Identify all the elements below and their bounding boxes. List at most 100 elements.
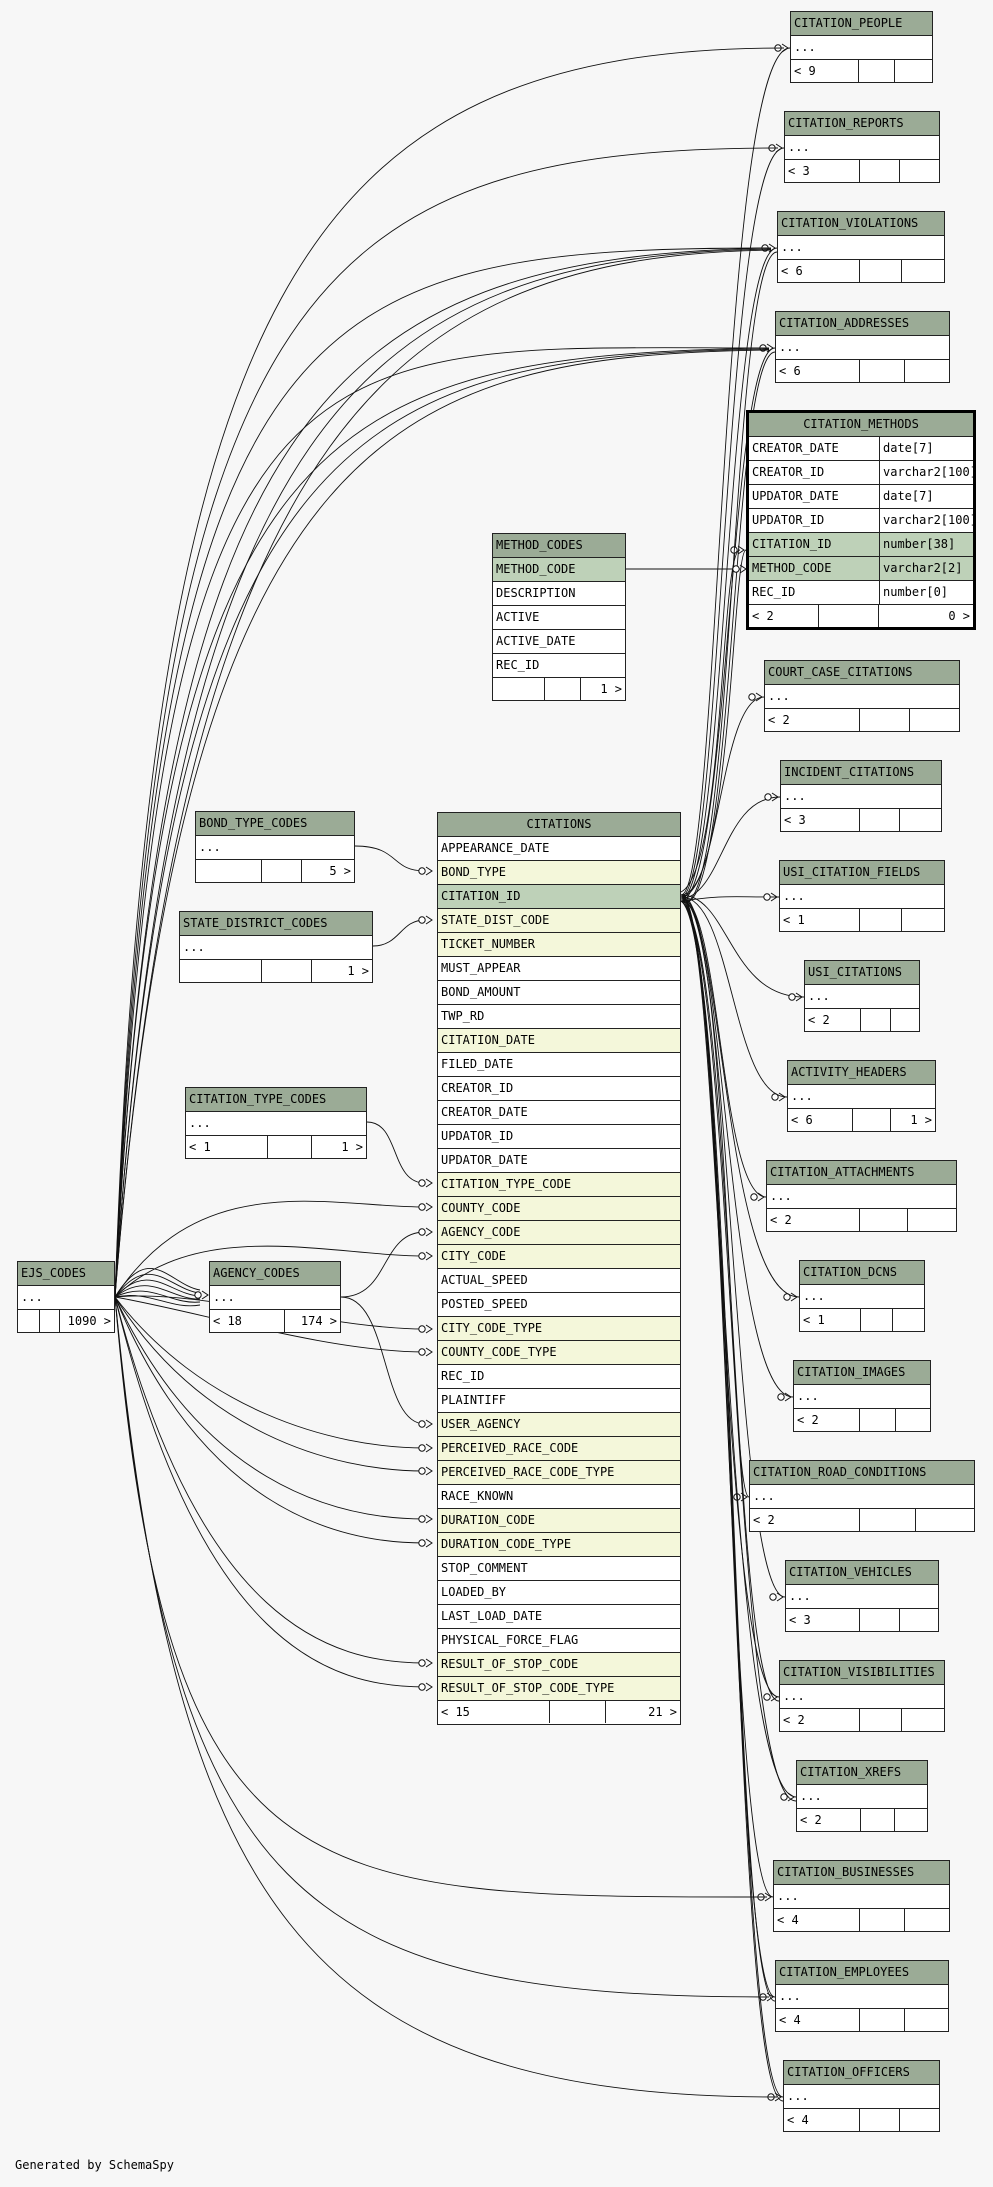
- ejs-agency-edge: [114, 1290, 201, 1303]
- child-count: < 2: [794, 1409, 860, 1431]
- table-citation-attachments[interactable]: CITATION_ATTACHMENTS ... < 2: [766, 1160, 957, 1232]
- columns-ellipsis: ...: [794, 1385, 930, 1409]
- child-crowfoot: [768, 144, 776, 152]
- generated-by-footer: Generated by SchemaSpy: [15, 2158, 174, 2172]
- table-citation-businesses[interactable]: CITATION_BUSINESSES ... < 4: [773, 1860, 950, 1932]
- table-citation-dcns[interactable]: CITATION_DCNS ... < 1: [799, 1260, 925, 1332]
- citation-child-edge: [680, 696, 765, 898]
- column-row: STATE_DIST_CODE: [438, 909, 680, 933]
- column-row: COUNTY_CODE: [438, 1197, 680, 1221]
- table-incident-citations[interactable]: INCIDENT_CITATIONS ... < 3: [780, 760, 942, 832]
- crowfoot-marker: [778, 1092, 786, 1102]
- crowfoot-marker: [425, 1443, 433, 1453]
- citation-child-edge: [680, 796, 781, 900]
- crowfoot-marker: [790, 1292, 798, 1302]
- child-crowfoot: [763, 1693, 771, 1701]
- columns-ellipsis: ...: [784, 2085, 939, 2109]
- parent-count: 21 >: [648, 1705, 677, 1719]
- ejs-agency-edge: [114, 1267, 201, 1298]
- table-citation-people[interactable]: CITATION_PEOPLE ... < 9: [790, 11, 933, 83]
- column-row: MUST_APPEAR: [438, 957, 680, 981]
- column-row: CREATOR_ID: [438, 1077, 680, 1101]
- parent-count: [895, 1809, 927, 1831]
- table-citation-vehicles[interactable]: CITATION_VEHICLES ... < 3: [785, 1560, 939, 1632]
- user-agency-edge: [340, 1296, 426, 1425]
- child-count: < 1: [186, 1136, 268, 1158]
- table-bond-type-codes[interactable]: BOND_TYPE_CODES ... 5 >: [195, 811, 355, 883]
- child-count: [180, 960, 262, 982]
- crowfoot-marker: [774, 2092, 782, 2102]
- child-count: < 4: [776, 2009, 860, 2031]
- child-crowfoot: [759, 1993, 767, 2001]
- table-citation-visibilities[interactable]: CITATION_VISIBILITIES ... < 2: [779, 1660, 945, 1732]
- child-crowfoot: [769, 1593, 777, 1601]
- table-citation-employees[interactable]: CITATION_EMPLOYEES ... < 4: [775, 1960, 949, 2032]
- child-count: < 15: [438, 1701, 550, 1723]
- table-citation-reports[interactable]: CITATION_REPORTS ... < 3: [784, 111, 940, 183]
- child-count: < 2: [767, 1209, 860, 1231]
- table-usi-citation-fields[interactable]: USI_CITATION_FIELDS ... < 1: [779, 860, 945, 932]
- column-type: number[0]: [879, 581, 948, 604]
- table-name: ACTIVITY_HEADERS: [788, 1061, 935, 1085]
- citation-type-edge: [366, 1121, 426, 1184]
- parent-count: 0 >: [948, 609, 970, 623]
- parent-count: [905, 360, 949, 382]
- crowfoot-marker: [784, 1392, 792, 1402]
- column-row: REC_ID: [438, 1365, 680, 1389]
- citation-child-edge: [680, 896, 774, 1898]
- table-name: CITATIONS: [438, 813, 680, 837]
- child-count: < 6: [776, 360, 860, 382]
- table-name: CITATION_VEHICLES: [786, 1561, 938, 1585]
- columns-ellipsis: ...: [210, 1286, 340, 1310]
- table-ejs-codes[interactable]: EJS_CODES ... 1090 >: [17, 1261, 115, 1333]
- column-row: USER_AGENCY: [438, 1413, 680, 1437]
- child-crowfoot: [750, 1193, 758, 1201]
- table-usi-citations[interactable]: USI_CITATIONS ... < 2: [804, 960, 920, 1032]
- crowfoot-marker: [418, 1348, 426, 1356]
- column-row: AGENCY_CODE: [438, 1221, 680, 1245]
- parent-count: [900, 1609, 938, 1631]
- column-row: METHOD_CODE: [493, 558, 625, 582]
- column-row: CITY_CODE: [438, 1245, 680, 1269]
- table-court-case-citations[interactable]: COURT_CASE_CITATIONS ... < 2: [764, 660, 960, 732]
- parent-count: 1 >: [341, 1140, 363, 1154]
- child-crowfoot: [764, 793, 772, 801]
- table-citation-road-conditions[interactable]: CITATION_ROAD_CONDITIONS ... < 2: [749, 1460, 975, 1532]
- parent-count: [893, 1309, 924, 1331]
- column-name: REC_ID: [752, 585, 796, 599]
- column-row: REC_ID: [493, 654, 625, 678]
- table-citation-addresses[interactable]: CITATION_ADDRESSES ... < 6: [775, 311, 950, 383]
- table-citation-officers[interactable]: CITATION_OFFICERS ... < 4: [783, 2060, 940, 2132]
- child-count: < 6: [778, 260, 860, 282]
- table-citation-violations[interactable]: CITATION_VIOLATIONS ... < 6: [777, 211, 945, 283]
- table-name: CITATION_METHODS: [749, 413, 973, 437]
- crowfoot-marker: [418, 1228, 426, 1236]
- crowfoot-marker: [776, 1592, 784, 1602]
- column-type: date[7]: [879, 437, 934, 460]
- citation-child-edge: [680, 896, 750, 1498]
- table-citation-images[interactable]: CITATION_IMAGES ... < 2: [793, 1360, 931, 1432]
- table-state-district-codes[interactable]: STATE_DISTRICT_CODES ... 1 >: [179, 911, 373, 983]
- table-citation-xrefs[interactable]: CITATION_XREFS ... < 2: [796, 1760, 928, 1832]
- column-name: CITATION_ID: [752, 537, 832, 551]
- parent-count: [916, 1509, 974, 1531]
- child-count: < 4: [774, 1909, 860, 1931]
- parent-count: [900, 809, 941, 831]
- table-name: INCIDENT_CITATIONS: [781, 761, 941, 785]
- child-count: < 2: [797, 1809, 861, 1831]
- column-row: PERCEIVED_RACE_CODE_TYPE: [438, 1461, 680, 1485]
- column-row: LOADED_BY: [438, 1581, 680, 1605]
- table-name: CITATION_ROAD_CONDITIONS: [750, 1461, 974, 1485]
- crowfoot-marker: [770, 892, 778, 902]
- parent-count: 174 >: [300, 1314, 337, 1328]
- child-count: < 3: [781, 809, 860, 831]
